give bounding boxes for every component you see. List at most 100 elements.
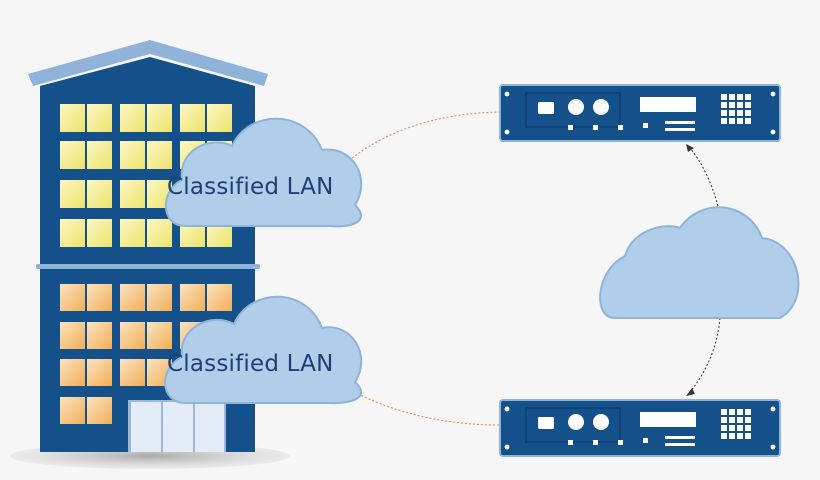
keypad-key [737,102,743,108]
arrowhead-top [686,144,694,152]
keypad-key [729,102,735,108]
status-led [618,440,623,445]
building-floor-divider [36,264,260,269]
keypad-key [745,102,751,108]
indicator-bar [665,436,695,439]
keypad-key [721,94,727,100]
window-pane [87,180,112,208]
window-pane [120,219,145,247]
keypad-key [737,425,743,431]
window-pane [60,104,85,132]
knob [568,414,584,430]
link-lines [351,111,721,426]
window-pane [60,180,85,208]
mount-screw [770,91,776,97]
window-pane [147,141,172,169]
window-pane [120,322,145,349]
office-building-icon [10,40,290,469]
status-led [593,440,598,445]
indicator-bar [665,121,695,124]
window-pane [207,284,232,311]
window-pane [207,104,232,132]
keypad-key [745,425,751,431]
keypad-key [729,94,735,100]
keypad-key [729,118,735,124]
power-switch [538,102,554,114]
keypad-key [745,94,751,100]
indicator-bar [665,128,695,131]
window-pane [60,322,85,349]
cloud-icon [164,295,363,405]
window-pane [87,397,112,424]
knob [593,99,609,115]
keypad-key [737,118,743,124]
window-pane [60,359,85,386]
lower-lan-label: Classified LAN [167,351,334,377]
network-appliance-icon [499,399,781,457]
building-roof-inner [40,57,255,86]
window-pane [180,284,205,311]
window-pane [87,219,112,247]
keypad-key [737,409,743,415]
window-pane [147,322,172,349]
status-led [568,125,573,130]
keypad-key [721,110,727,116]
upper-lan-label: Classified LAN [167,174,334,200]
window-pane [87,284,112,311]
link-lower-lan-to-encryptor-bottom [353,391,501,426]
arrowhead-bottom [686,388,695,396]
keypad-key [729,433,735,439]
keypad-key [721,102,727,108]
keypad-key [721,433,727,439]
network-appliance-icon [499,84,781,142]
keypad-key [721,425,727,431]
window-pane [120,104,145,132]
link-upper-lan-to-encryptor-top [351,111,501,159]
window-pane [87,141,112,169]
keypad-key [721,417,727,423]
indicator-bar [665,443,695,446]
mount-screw [504,406,510,412]
window-pane [180,104,205,132]
power-switch [538,417,554,429]
window-pane [120,284,145,311]
keypad-key [729,409,735,415]
link-wan-to-encryptor-top [689,147,719,207]
building-door-right [195,402,224,452]
window-pane [120,141,145,169]
status-led [643,438,648,443]
mount-screw [770,406,776,412]
status-led [593,125,598,130]
cloud-icon [164,117,363,228]
keypad-key [745,118,751,124]
link-wan-to-encryptor-bottom [689,317,721,393]
status-led [643,123,648,128]
display [640,97,696,112]
cloud-icon [599,206,800,319]
keypad-key [729,417,735,423]
building-door-left [131,402,161,452]
mount-screw [504,129,510,135]
building-roof [28,40,268,86]
keypad-key [745,110,751,116]
mount-screw [504,91,510,97]
keypad-key [737,417,743,423]
display [640,412,696,427]
keypad-key [745,409,751,415]
keypad-key [737,110,743,116]
window-pane [120,180,145,208]
keypad-key [721,118,727,124]
keypad-key [745,433,751,439]
window-pane [60,397,85,424]
knob [593,414,609,430]
window-pane [87,359,112,386]
window-pane [87,104,112,132]
window-pane [60,284,85,311]
window-pane [147,284,172,311]
keypad-key [737,433,743,439]
knob [568,99,584,115]
window-pane [60,141,85,169]
mount-screw [770,129,776,135]
